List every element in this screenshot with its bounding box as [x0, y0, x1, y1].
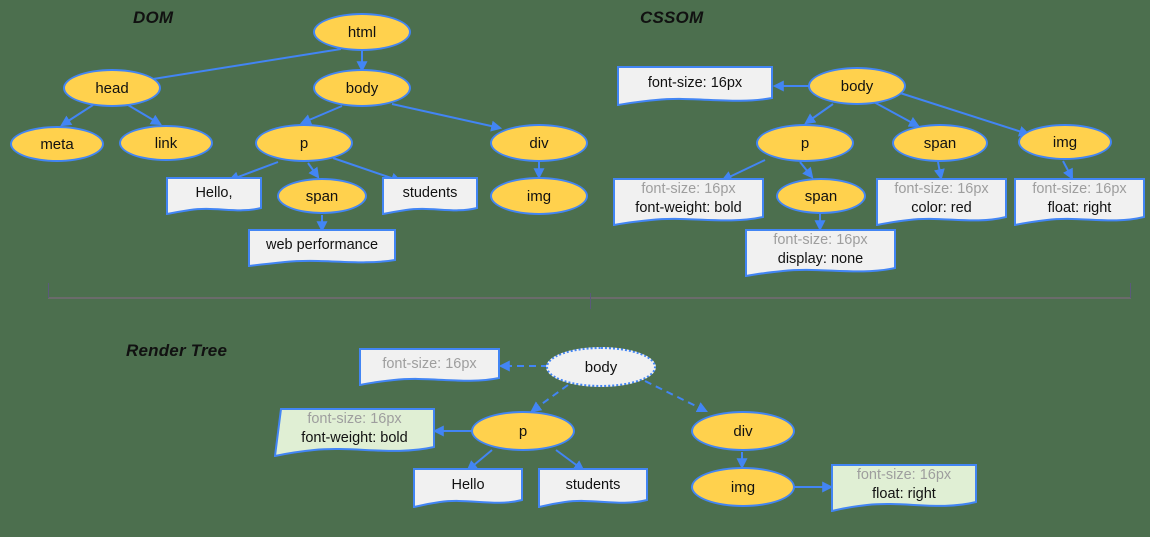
- cssom-rulebox-span-2-text: font-size: 16px display: none: [745, 229, 896, 277]
- render-rulebox-p[interactable]: font-size: 16px font-weight: bold: [274, 407, 435, 457]
- section-title-cssom: CSSOM: [640, 8, 704, 27]
- dom-textbox-students[interactable]: students: [382, 177, 478, 215]
- render-rulebox-img[interactable]: font-size: 16px float: right: [831, 464, 977, 512]
- dom-node-p[interactable]: p: [255, 124, 353, 162]
- doc-shape: [876, 178, 1007, 226]
- text-line: Hello,: [195, 184, 233, 201]
- render-node-div[interactable]: div: [691, 411, 795, 451]
- dom-node-link[interactable]: link: [119, 125, 213, 161]
- dom-node-div[interactable]: div: [490, 124, 588, 162]
- cssom-rulebox-span-1[interactable]: font-size: 16px color: red: [876, 178, 1007, 226]
- rule-line: font-size: 16px: [382, 355, 477, 372]
- cssom-rulebox-img-text: font-size: 16px float: right: [1014, 178, 1145, 226]
- dom-textbox-web-performance-label: web performance: [248, 229, 396, 267]
- doc-shape: [359, 348, 500, 386]
- doc-shape: [1014, 178, 1145, 226]
- rule-line: font-size: 16px: [856, 467, 952, 483]
- render-node-img[interactable]: img: [691, 467, 795, 507]
- cssom-node-p[interactable]: p: [756, 124, 854, 162]
- dom-textbox-students-label: students: [382, 177, 478, 215]
- dom-node-body[interactable]: body: [313, 69, 411, 107]
- rule-line: float: right: [1047, 200, 1112, 216]
- rule-line: display: none: [777, 251, 864, 267]
- dom-node-span[interactable]: span: [277, 178, 367, 214]
- doc-shape: [413, 468, 523, 508]
- cssom-node-img[interactable]: img: [1018, 124, 1112, 160]
- section-divider: [48, 297, 1131, 299]
- rule-line: font-size: 16px: [647, 74, 743, 91]
- text-line: students: [565, 476, 621, 493]
- dom-node-img[interactable]: img: [490, 177, 588, 215]
- divider-tick-center: [590, 293, 591, 309]
- rule-line: font-size: 16px: [894, 181, 989, 197]
- render-textbox-hello-label: Hello: [413, 468, 523, 508]
- cssom-rulebox-span-2[interactable]: font-size: 16px display: none: [745, 229, 896, 277]
- cssom-rulebox-img[interactable]: font-size: 16px float: right: [1014, 178, 1145, 226]
- rule-line: font-size: 16px: [307, 411, 402, 427]
- dom-node-head[interactable]: head: [63, 69, 161, 107]
- doc-shape: [166, 177, 262, 215]
- section-title-dom: DOM: [133, 8, 174, 27]
- doc-shape: [382, 177, 478, 215]
- divider-tick-left: [48, 283, 49, 298]
- dom-textbox-hello-label: Hello,: [166, 177, 262, 215]
- render-node-p[interactable]: p: [471, 411, 575, 451]
- section-title-render-tree: Render Tree: [126, 341, 228, 360]
- rule-line: float: right: [872, 486, 936, 502]
- rule-line: font-weight: bold: [301, 430, 408, 446]
- cssom-rulebox-body[interactable]: font-size: 16px: [617, 66, 773, 106]
- render-textbox-hello[interactable]: Hello: [413, 468, 523, 508]
- rule-line: font-weight: bold: [635, 200, 742, 216]
- doc-shape: [538, 468, 648, 508]
- dom-node-meta[interactable]: meta: [10, 126, 104, 162]
- render-rulebox-p-text: font-size: 16px font-weight: bold: [274, 407, 435, 457]
- divider-tick-right: [1130, 283, 1131, 298]
- cssom-rulebox-p-text: font-size: 16px font-weight: bold: [613, 178, 764, 226]
- cssom-node-span-1[interactable]: span: [892, 124, 988, 162]
- cssom-node-span-2[interactable]: span: [776, 178, 866, 214]
- render-textbox-students-label: students: [538, 468, 648, 508]
- rule-line: font-size: 16px: [1032, 181, 1127, 197]
- rule-line: font-size: 16px: [641, 181, 736, 197]
- rule-line: color: red: [911, 200, 972, 216]
- render-rulebox-body[interactable]: font-size: 16px: [359, 348, 500, 386]
- render-textbox-students[interactable]: students: [538, 468, 648, 508]
- dom-textbox-hello[interactable]: Hello,: [166, 177, 262, 215]
- rule-line: font-size: 16px: [773, 232, 868, 248]
- render-node-body[interactable]: body: [546, 347, 656, 387]
- render-rulebox-body-text: font-size: 16px: [359, 348, 500, 386]
- render-rulebox-img-text: font-size: 16px float: right: [831, 464, 977, 512]
- doc-shape: [248, 229, 396, 267]
- doc-shape: [613, 178, 764, 226]
- dom-textbox-web-performance[interactable]: web performance: [248, 229, 396, 267]
- dom-node-html[interactable]: html: [313, 13, 411, 51]
- text-line: students: [402, 184, 458, 201]
- cssom-rulebox-p[interactable]: font-size: 16px font-weight: bold: [613, 178, 764, 226]
- cssom-rulebox-span-1-text: font-size: 16px color: red: [876, 178, 1007, 226]
- cssom-rulebox-body-text: font-size: 16px: [617, 66, 773, 106]
- doc-shape: [617, 66, 773, 106]
- doc-shape: [831, 464, 977, 512]
- cssom-node-body[interactable]: body: [808, 67, 906, 105]
- text-line: Hello: [451, 476, 485, 493]
- doc-shape: [745, 229, 896, 277]
- text-line: web performance: [265, 236, 379, 253]
- doc-shape: [274, 408, 435, 457]
